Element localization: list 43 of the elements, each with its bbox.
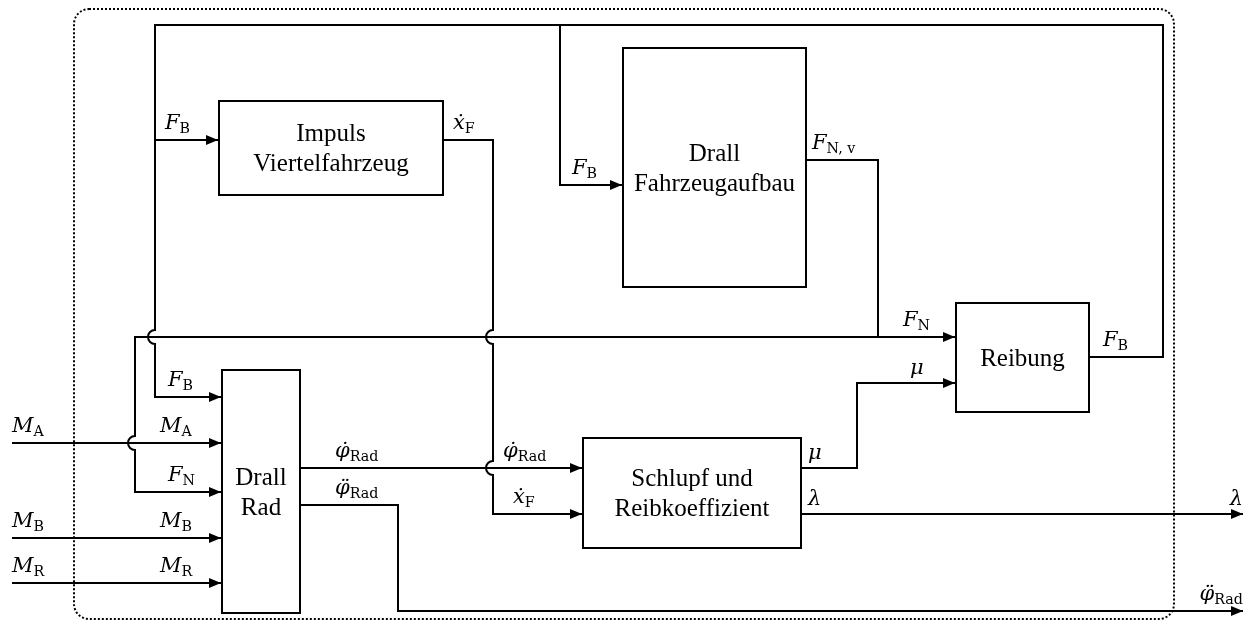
block-label: Reibung [979,342,1066,373]
arrow [443,139,583,519]
arrow [11,533,222,543]
process-block [622,47,807,288]
edge-label: F$_{N}$ [168,464,196,487]
signal-label: F$_{N, v}$ [812,132,856,155]
process-block [221,369,301,614]
edge-label: M$_{A}$ [160,415,192,438]
signal-label: φ̇$_{Rad}$ [335,440,379,463]
edge-label: φ̇$_{Rad}$ [503,440,547,463]
signal-label: ẋ$_{F}$ [453,112,475,135]
process-block [955,302,1090,413]
arrow [11,438,222,448]
system-boundary [73,8,1175,620]
arrow [127,159,879,497]
signal-label: λ [808,488,822,509]
process-block [582,437,802,549]
edge-label: M$_{R}$ [160,555,193,578]
signal-label: M$_{B}$ [12,510,44,533]
arrow [300,504,1244,616]
edge-label: F$_{B}$ [165,112,191,135]
edge-label: M$_{B}$ [160,510,192,533]
signal-label: M$_{A}$ [12,415,44,438]
process-block [218,100,444,196]
signal-label: μ [808,442,822,463]
edge-label: F$_{N}$ [903,309,931,332]
signal-label: M$_{R}$ [12,555,45,578]
edge-label: F$_{B}$ [572,157,598,180]
block-label: Drall Fahrzeugaufbau [632,137,796,198]
arrow [801,378,956,469]
block-label: Impuls Viertelfahrzeug [252,118,410,178]
edge-label: ẋ$_{F}$ [513,486,535,509]
arrow [11,578,222,588]
edge-label: μ [910,357,924,378]
signal-label: λ [1229,488,1243,509]
block-label: Drall Rad [234,461,288,522]
edge-label: F$_{B}$ [168,369,194,392]
arrow [801,509,1244,519]
signal-label: F$_{B}$ [1103,329,1129,352]
block-label: Schlupf und Reibkoeffizient [613,463,771,523]
signal-label: φ̈$_{Rad}$ [335,477,379,500]
signal-label: φ̈$_{Rad}$ [1199,583,1243,606]
arrow [300,463,583,473]
